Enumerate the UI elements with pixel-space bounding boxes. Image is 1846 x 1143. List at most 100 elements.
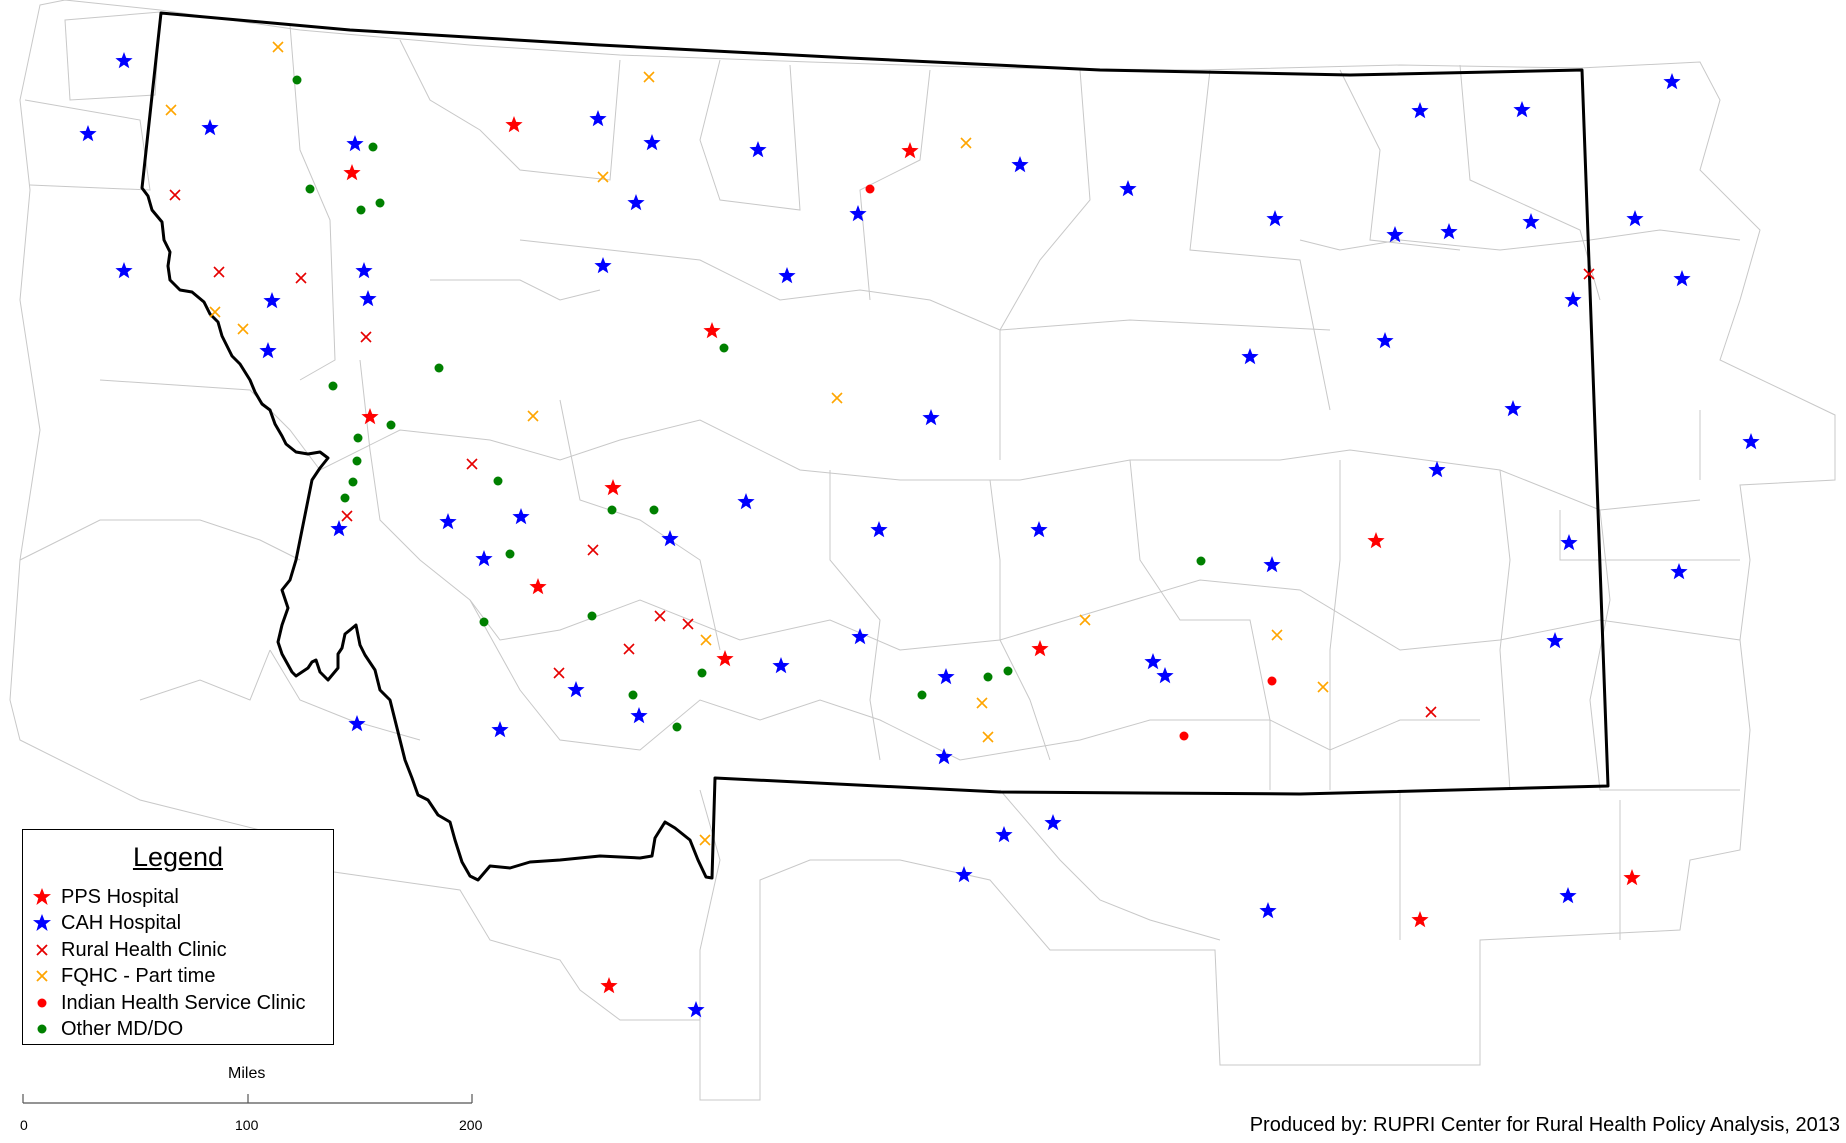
- cah-hospital-marker: [870, 521, 888, 538]
- rural-health-clinic-marker: [682, 618, 694, 630]
- cah-hospital-marker: [687, 1001, 705, 1018]
- fqhc-marker: [272, 41, 284, 53]
- fqhc-marker: [700, 634, 712, 646]
- pps-hospital-marker: [716, 650, 734, 667]
- montana-boundary: [140, 11, 1610, 882]
- cah-hospital-marker: [512, 508, 530, 525]
- fqhc-marker: [960, 137, 972, 149]
- cah-hospital-marker: [1044, 814, 1062, 831]
- other-md-do-marker: [352, 456, 362, 466]
- scale-tick-0: 0: [20, 1117, 28, 1133]
- cah-hospital-marker: [1011, 156, 1029, 173]
- legend-label: CAH Hospital: [61, 911, 182, 934]
- rural-health-clinic-marker: [466, 458, 478, 470]
- cah-hospital-marker: [851, 628, 869, 645]
- other-md-do-marker: [340, 493, 350, 503]
- pps-hospital-marker: [1367, 532, 1385, 549]
- other-md-do-marker: [375, 198, 385, 208]
- cah-hospital-marker: [1564, 291, 1582, 308]
- fqhc-marker: [699, 834, 711, 846]
- county-boundaries: [9, 0, 1836, 1101]
- other-md-dot-icon: [37, 1024, 47, 1034]
- pps-hospital-marker: [361, 408, 379, 425]
- pps-hospital-marker: [703, 322, 721, 339]
- facility-markers: [79, 41, 1760, 1018]
- cah-hospital-marker: [955, 866, 973, 883]
- other-md-do-marker: [719, 343, 729, 353]
- cah-hospital-marker: [79, 125, 97, 142]
- cah-hospital-marker: [355, 262, 373, 279]
- cah-hospital-marker: [849, 205, 867, 222]
- ihs-clinic-marker: [1267, 676, 1277, 686]
- rural-clinic-x-icon: [36, 944, 48, 956]
- fqhc-x-icon: [36, 970, 48, 982]
- scale-bar-line: [22, 1094, 473, 1104]
- cah-hospital-marker: [346, 135, 364, 152]
- cah-hospital-marker: [1263, 556, 1281, 573]
- other-md-do-marker: [649, 505, 659, 515]
- cah-hospital-marker: [567, 681, 585, 698]
- pps-hospital-marker: [604, 479, 622, 496]
- cah-hospital-marker: [491, 721, 509, 738]
- ihs-clinic-marker: [1179, 731, 1189, 741]
- rural-health-clinic-marker: [1583, 268, 1595, 280]
- cah-hospital-marker: [1626, 210, 1644, 227]
- rural-health-clinic-marker: [213, 266, 225, 278]
- fqhc-marker: [209, 306, 221, 318]
- other-md-do-marker: [697, 668, 707, 678]
- cah-hospital-marker: [1559, 887, 1577, 904]
- rural-health-clinic-marker: [295, 272, 307, 284]
- legend-item-rural-health-clinic: Rural Health Clinic: [31, 937, 227, 963]
- pps-hospital-marker: [505, 116, 523, 133]
- rural-health-clinic-marker: [341, 510, 353, 522]
- legend-label: PPS Hospital: [61, 885, 179, 908]
- other-md-do-marker: [672, 722, 682, 732]
- map-credit: Produced by: RUPRI Center for Rural Heal…: [1249, 1114, 1840, 1136]
- cah-hospital-marker: [1376, 332, 1394, 349]
- fqhc-marker: [982, 731, 994, 743]
- other-md-do-marker: [917, 690, 927, 700]
- cah-hospital-marker: [330, 520, 348, 537]
- pps-hospital-marker: [600, 977, 618, 994]
- cah-hospital-marker: [348, 715, 366, 732]
- scale-tick-100: 100: [235, 1117, 259, 1133]
- pps-hospital-marker: [343, 164, 361, 181]
- cah-hospital-marker: [1411, 102, 1429, 119]
- cah-hospital-marker: [1522, 213, 1540, 230]
- rural-health-clinic-marker: [623, 643, 635, 655]
- fqhc-marker: [976, 697, 988, 709]
- rural-health-clinic-marker: [1425, 706, 1437, 718]
- cah-hospital-marker: [1513, 101, 1531, 118]
- other-md-do-marker: [353, 433, 363, 443]
- fqhc-marker: [597, 171, 609, 183]
- other-md-do-marker: [607, 505, 617, 515]
- legend-label: Rural Health Clinic: [61, 938, 227, 961]
- fqhc-marker: [1317, 681, 1329, 693]
- scale-bar: Miles 0 100 200: [18, 1060, 498, 1133]
- cah-hospital-marker: [661, 530, 679, 547]
- cah-hospital-marker: [1560, 534, 1578, 551]
- other-md-do-marker: [493, 476, 503, 486]
- cah-hospital-marker: [589, 110, 607, 127]
- other-md-do-marker: [587, 611, 597, 621]
- rural-health-clinic-marker: [553, 667, 565, 679]
- legend-label: FQHC - Part time: [61, 964, 216, 987]
- cah-hospital-marker: [1259, 902, 1277, 919]
- cah-hospital-marker: [772, 657, 790, 674]
- cah-hospital-marker: [1386, 226, 1404, 243]
- legend-title: Legend: [132, 842, 224, 872]
- cah-hospital-star-icon: [33, 914, 51, 931]
- legend-item-cah-hospital: CAH Hospital: [31, 910, 181, 936]
- rural-health-clinic-marker: [169, 189, 181, 201]
- cah-hospital-marker: [1156, 667, 1174, 684]
- cah-hospital-marker: [359, 290, 377, 307]
- ihs-clinic-dot-icon: [37, 998, 47, 1008]
- fqhc-marker: [1271, 629, 1283, 641]
- fqhc-marker: [831, 392, 843, 404]
- ihs-clinic-marker: [865, 184, 875, 194]
- rural-health-clinic-marker: [587, 544, 599, 556]
- legend-item-other-md-do: Other MD/DO: [31, 1016, 183, 1042]
- fqhc-marker: [165, 104, 177, 116]
- legend-item-fqhc: FQHC - Part time: [31, 963, 215, 989]
- other-md-do-marker: [348, 477, 358, 487]
